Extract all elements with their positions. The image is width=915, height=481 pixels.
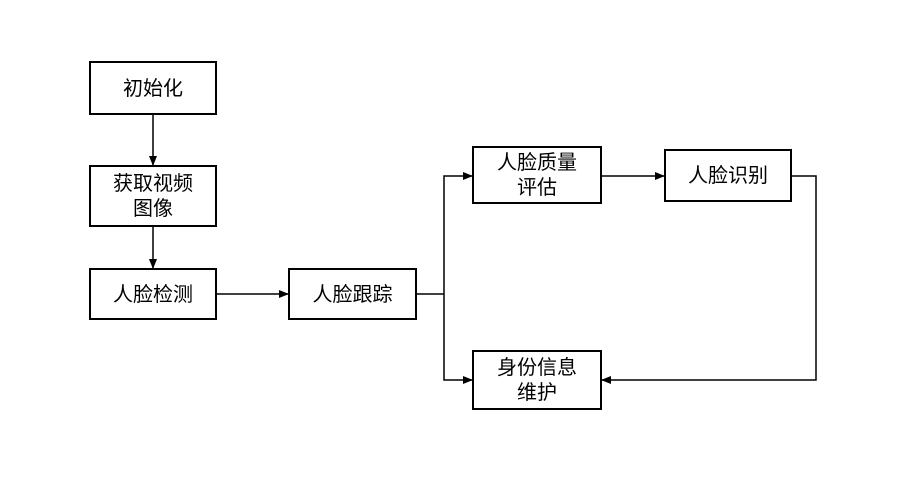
- edge-face-track-to-identity-maint: [443, 294, 473, 384]
- edge-face-recog-to-identity-maint: [601, 175, 817, 384]
- node-face-detect: 人脸检测: [89, 268, 217, 320]
- node-face-track: 人脸跟踪: [288, 268, 417, 320]
- node-get-video: 获取视频 图像: [89, 165, 217, 227]
- node-init: 初始化: [89, 61, 217, 115]
- edge-face-track-to-quality-eval: [443, 172, 473, 294]
- node-face-recog: 人脸识别: [664, 149, 792, 202]
- node-quality-eval: 人脸质量 评估: [472, 146, 602, 204]
- node-identity-maint: 身份信息 维护: [472, 350, 602, 410]
